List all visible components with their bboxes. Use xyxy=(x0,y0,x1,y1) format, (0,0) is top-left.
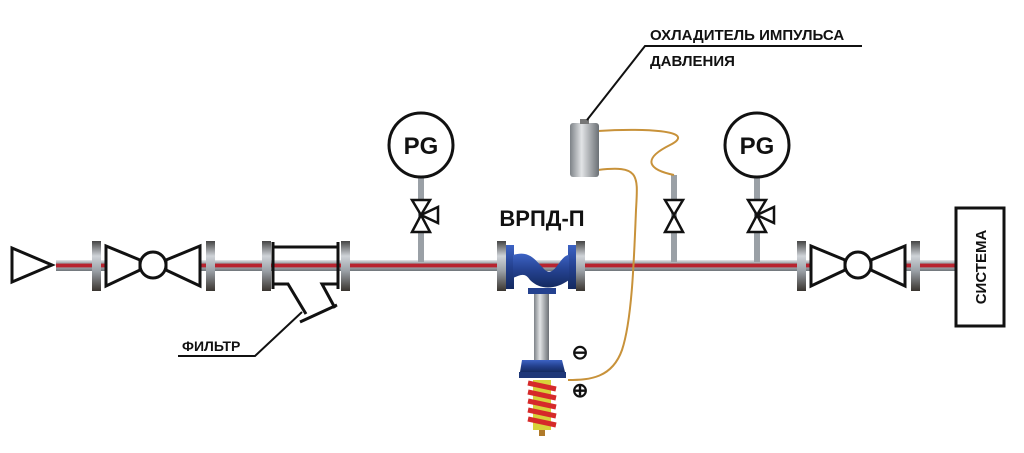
filter-icon xyxy=(271,242,340,324)
filter-leader-line xyxy=(178,311,303,357)
impulse-cooler xyxy=(570,119,599,177)
impulse-tubes xyxy=(567,128,679,381)
pressure-gauge-right xyxy=(723,111,791,262)
regulator-spring xyxy=(527,380,557,436)
regulator-valve xyxy=(497,241,585,378)
cooler-leader-line xyxy=(586,45,862,121)
inlet-shutoff-valve-icon xyxy=(104,243,202,289)
cooler-label-line1: ОХЛАДИТЕЛЬ ИМПУЛЬСА xyxy=(650,27,844,44)
filter-label: ФИЛЬТР xyxy=(182,338,240,354)
system-box xyxy=(954,206,1006,328)
system-label: СИСТЕМА xyxy=(973,230,990,305)
impulse-tap-valve-icon xyxy=(662,175,686,262)
regulator-label: ВРПД-П xyxy=(499,206,584,231)
gauge-left-label: PG xyxy=(404,133,439,160)
gauge-right-label: PG xyxy=(740,133,775,160)
flanges xyxy=(92,241,920,291)
outlet-shutoff-valve-icon xyxy=(809,243,907,289)
inlet-arrow-icon xyxy=(10,245,56,285)
cooler-label-line2: ДАВЛЕНИЯ xyxy=(650,53,735,70)
minus-port-label: ⊖ xyxy=(572,342,589,364)
plus-port-label: ⊕ xyxy=(572,380,589,402)
pressure-gauge-left xyxy=(387,111,455,262)
